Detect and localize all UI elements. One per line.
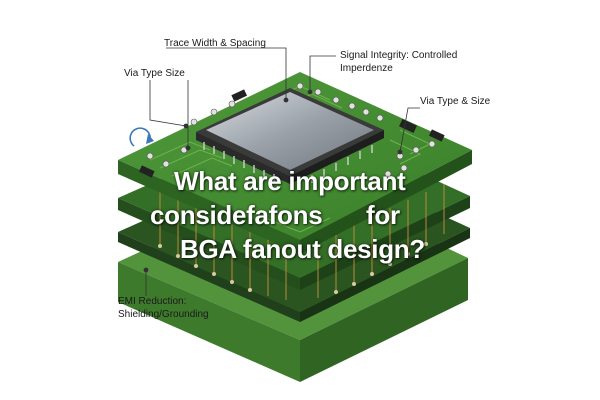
leader-lines — [143, 47, 420, 296]
chip-pins — [203, 142, 373, 188]
rotation-arrow-icon — [129, 127, 154, 147]
via-traces — [159, 184, 445, 300]
headline-line-2b: for — [366, 200, 400, 230]
top-vias — [146, 82, 436, 178]
bga-chip — [196, 88, 384, 184]
headline-line-3: BGA fanout design? — [180, 234, 425, 264]
callout-emi-reduction: EMI Reduction: Shielding/Grounding — [118, 296, 209, 320]
headline-line-1: What are important — [174, 166, 406, 196]
smd-components — [138, 89, 445, 178]
callout-trace-width: Trace Width & Spacing — [164, 38, 266, 49]
callout-via-type-right: Via Type & Size — [420, 96, 491, 107]
headline-line-2a: considefafons — [150, 200, 323, 230]
bottom-pads — [158, 242, 428, 294]
callout-signal-integrity: Signal Integrity: Controlled Imperdenze — [340, 50, 458, 74]
callout-via-type-left: Via Type Size — [124, 68, 185, 79]
